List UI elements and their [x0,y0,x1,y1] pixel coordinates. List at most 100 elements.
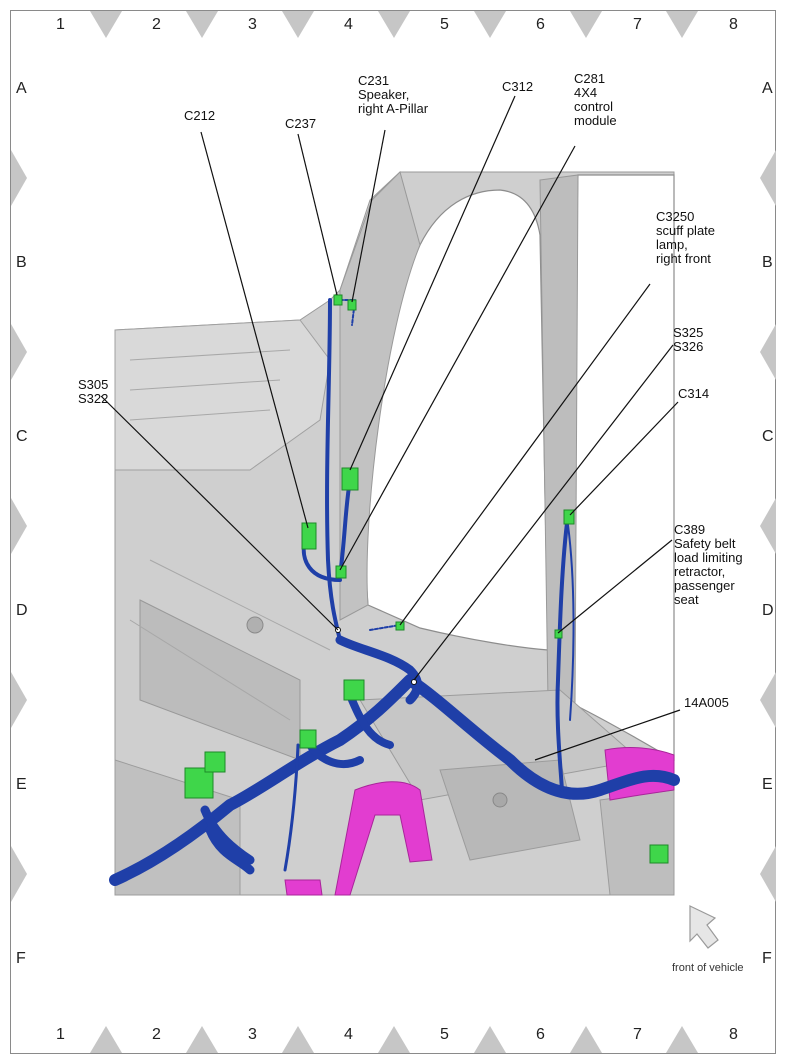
vehicle-body [114,171,675,896]
callout-c312: C312 [502,79,534,94]
col-3-bottom: 3 [248,1026,257,1043]
row-b-right: B [762,254,773,271]
grid-marker [666,1026,698,1053]
grid-marker [760,846,776,902]
col-5-bottom: 5 [440,1026,449,1043]
connector-left-cluster [184,767,214,799]
harness-c389-lead [567,524,575,721]
row-c-left: C [16,428,28,445]
col-1-bottom: 1 [56,1026,65,1043]
row-a-right: A [762,80,773,97]
connector-c3250 [395,621,405,631]
grid-marker [282,11,314,38]
leader-lines [100,95,681,761]
grid-marker [11,324,27,380]
harness-c3250-lead [369,624,401,631]
front-of-vehicle-label: front of vehicle [672,962,744,974]
connector-left-cluster-2 [204,751,226,773]
harness-branch-connector [306,691,394,768]
callout-c3250: C3250 scuff plate lamp, right front [656,209,716,266]
main-harness-14a005 [109,674,680,886]
callout-c212: C212 [184,108,216,123]
grid-marker [760,324,776,380]
connector-c389 [554,629,563,639]
grid-marker [474,11,506,38]
grid-marker [11,672,27,728]
harness-floor-lead [283,743,300,872]
row-f-right: F [762,950,772,967]
grid-markers-bottom [90,1026,698,1053]
connector-floor-1 [343,679,365,701]
harness-a-pillar-run [325,298,342,642]
leader-c3250 [399,283,651,626]
body-hole [492,792,508,808]
row-f-left: F [16,950,26,967]
callout-14a005: 14A005 [684,695,729,710]
col-8-bottom: 8 [729,1026,738,1043]
row-d-right: D [762,602,774,619]
col-2-top: 2 [152,16,161,33]
callout-c314: C314 [678,386,710,401]
leader-c389 [557,539,673,634]
connectors [184,294,669,864]
grid-marker [760,150,776,206]
col-5-top: 5 [440,16,449,33]
grid-marker [186,11,218,38]
col-6-bottom: 6 [536,1026,545,1043]
front-arrow-icon [689,905,719,949]
grid-marker [11,150,27,206]
leader-c312 [349,95,516,471]
leader-s325 [413,344,674,681]
grid-marker [378,11,410,38]
grid-marker [570,11,602,38]
col-4-bottom: 4 [344,1026,353,1043]
col-1-top: 1 [56,16,65,33]
floor-right [599,789,675,896]
callout-c237: C237 [285,116,317,131]
harness-branch-center [335,635,422,705]
col-7-bottom: 7 [633,1026,642,1043]
grid-markers-left [11,150,27,902]
a-pillar [339,171,421,621]
connector-c212 [301,522,317,550]
grid-marker [570,1026,602,1053]
grid-marker [378,1026,410,1053]
connector-c312 [341,467,359,491]
leader-14a005 [534,709,681,761]
grid-marker [11,846,27,902]
connector-c281 [335,565,347,579]
leader-s305 [100,395,339,631]
col-8-top: 8 [729,16,738,33]
body-detail-lines [129,349,331,721]
col-4-top: 4 [344,16,353,33]
callout-c389: C389 Safety belt load limiting retractor… [674,522,743,607]
callout-c231: C231 Speaker, right A-Pillar [358,73,429,116]
leader-c314 [569,401,679,516]
row-b-left: B [16,254,27,271]
grid-markers-top [90,11,698,38]
grid-marker [90,11,122,38]
leader-c281 [339,145,576,571]
harness-branch-left [200,805,255,875]
col-6-top: 6 [536,16,545,33]
connector-floor-2 [299,729,317,749]
grid-markers-right [760,150,776,902]
row-e-left: E [16,776,27,793]
row-c-right: C [762,428,774,445]
grid-marker [760,672,776,728]
leader-c231 [351,129,386,303]
col-3-top: 3 [248,16,257,33]
harness-b-pillar-run [555,513,570,792]
grid-marker [474,1026,506,1053]
body-hole [246,616,264,634]
connector-c237 [333,294,343,306]
grid-marker [760,498,776,554]
row-a-left: A [16,80,27,97]
connector-c314 [563,509,575,525]
grid-marker [666,11,698,38]
wiring-harness [109,298,680,886]
grid-marker [186,1026,218,1053]
callout-c281: C281 4X4 control module [574,71,617,128]
leader-c212 [200,131,309,529]
